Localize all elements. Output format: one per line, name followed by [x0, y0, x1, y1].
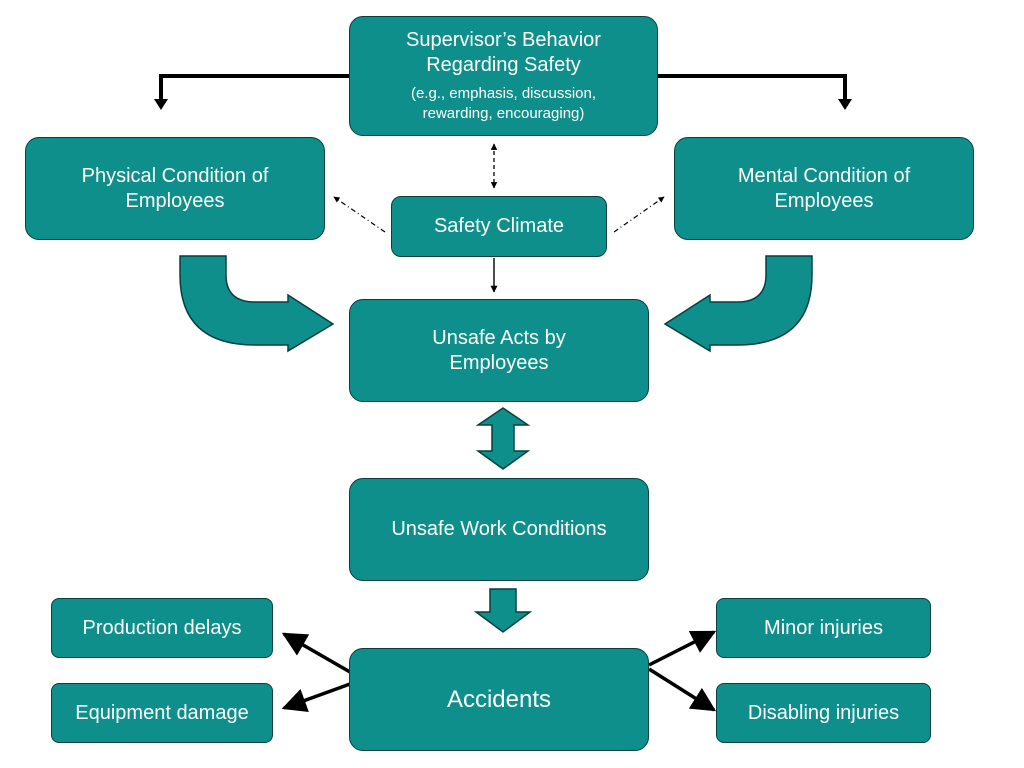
safety-climate-label: Safety Climate [433, 215, 565, 237]
physical-condition-box: Physical Condition of Employees [25, 137, 325, 240]
unsafe-acts-box: Unsafe Acts by Employees [349, 299, 649, 402]
physical-condition-line1: Physical Condition of [81, 164, 269, 187]
mental-condition-line1: Mental Condition of [737, 164, 911, 187]
acts-conditions-double-block-arrow [475, 407, 531, 470]
physical-condition-line2: Employees [125, 189, 225, 212]
accidents-to-production-delays-arrow [281, 632, 351, 674]
accidents-label: Accidents [446, 685, 552, 713]
unsafe-work-conditions-label: Unsafe Work Conditions [391, 518, 607, 540]
climate-to-mental-dashdot-arrow [613, 196, 665, 233]
minor-injuries-box: Minor injuries [716, 598, 931, 658]
supervisor-title-line1: Supervisor’s Behavior [406, 28, 601, 51]
supervisor-title-line2: Regarding Safety [426, 53, 581, 76]
supervisor-to-mental-arrowhead [838, 99, 852, 110]
supervisor-behavior-box: Supervisor’s Behavior Regarding Safety (… [349, 16, 658, 136]
unsafe-work-conditions-box: Unsafe Work Conditions [349, 478, 649, 581]
climate-to-physical-dashdot-arrow [333, 196, 386, 233]
production-delays-label: Production delays [82, 616, 242, 639]
production-delays-box: Production delays [51, 598, 273, 658]
disabling-injuries-box: Disabling injuries [716, 683, 931, 743]
supervisor-to-mental-connector [657, 74, 847, 106]
supervisor-to-physical-arrowhead [154, 99, 168, 110]
supervisor-to-physical-connector [159, 74, 350, 106]
accidents-to-minor-injuries-arrow [648, 630, 717, 667]
mental-condition-line2: Employees [774, 189, 874, 212]
equipment-damage-label: Equipment damage [75, 701, 249, 724]
unsafe-acts-line1: Unsafe Acts by [432, 326, 566, 349]
equipment-damage-box: Equipment damage [51, 683, 273, 743]
mental-condition-box: Mental Condition of Employees [674, 137, 974, 240]
supervisor-detail-line2: rewarding, encouraging) [422, 105, 585, 122]
mental-to-unsafe-acts-curved-arrow [663, 255, 813, 353]
accidents-to-disabling-injuries-arrow [648, 667, 717, 712]
accidents-box: Accidents [349, 648, 649, 751]
minor-injuries-label: Minor injuries [764, 616, 883, 639]
accidents-to-equipment-damage-arrow [281, 682, 351, 712]
disabling-injuries-label: Disabling injuries [747, 701, 900, 724]
supervisor-detail-line1: (e.g., emphasis, discussion, [410, 84, 597, 102]
physical-to-unsafe-acts-curved-arrow [179, 255, 335, 353]
unsafe-acts-line2: Employees [449, 351, 549, 374]
conditions-to-accidents-block-arrow [473, 588, 533, 633]
safety-climate-box: Safety Climate [391, 196, 607, 257]
